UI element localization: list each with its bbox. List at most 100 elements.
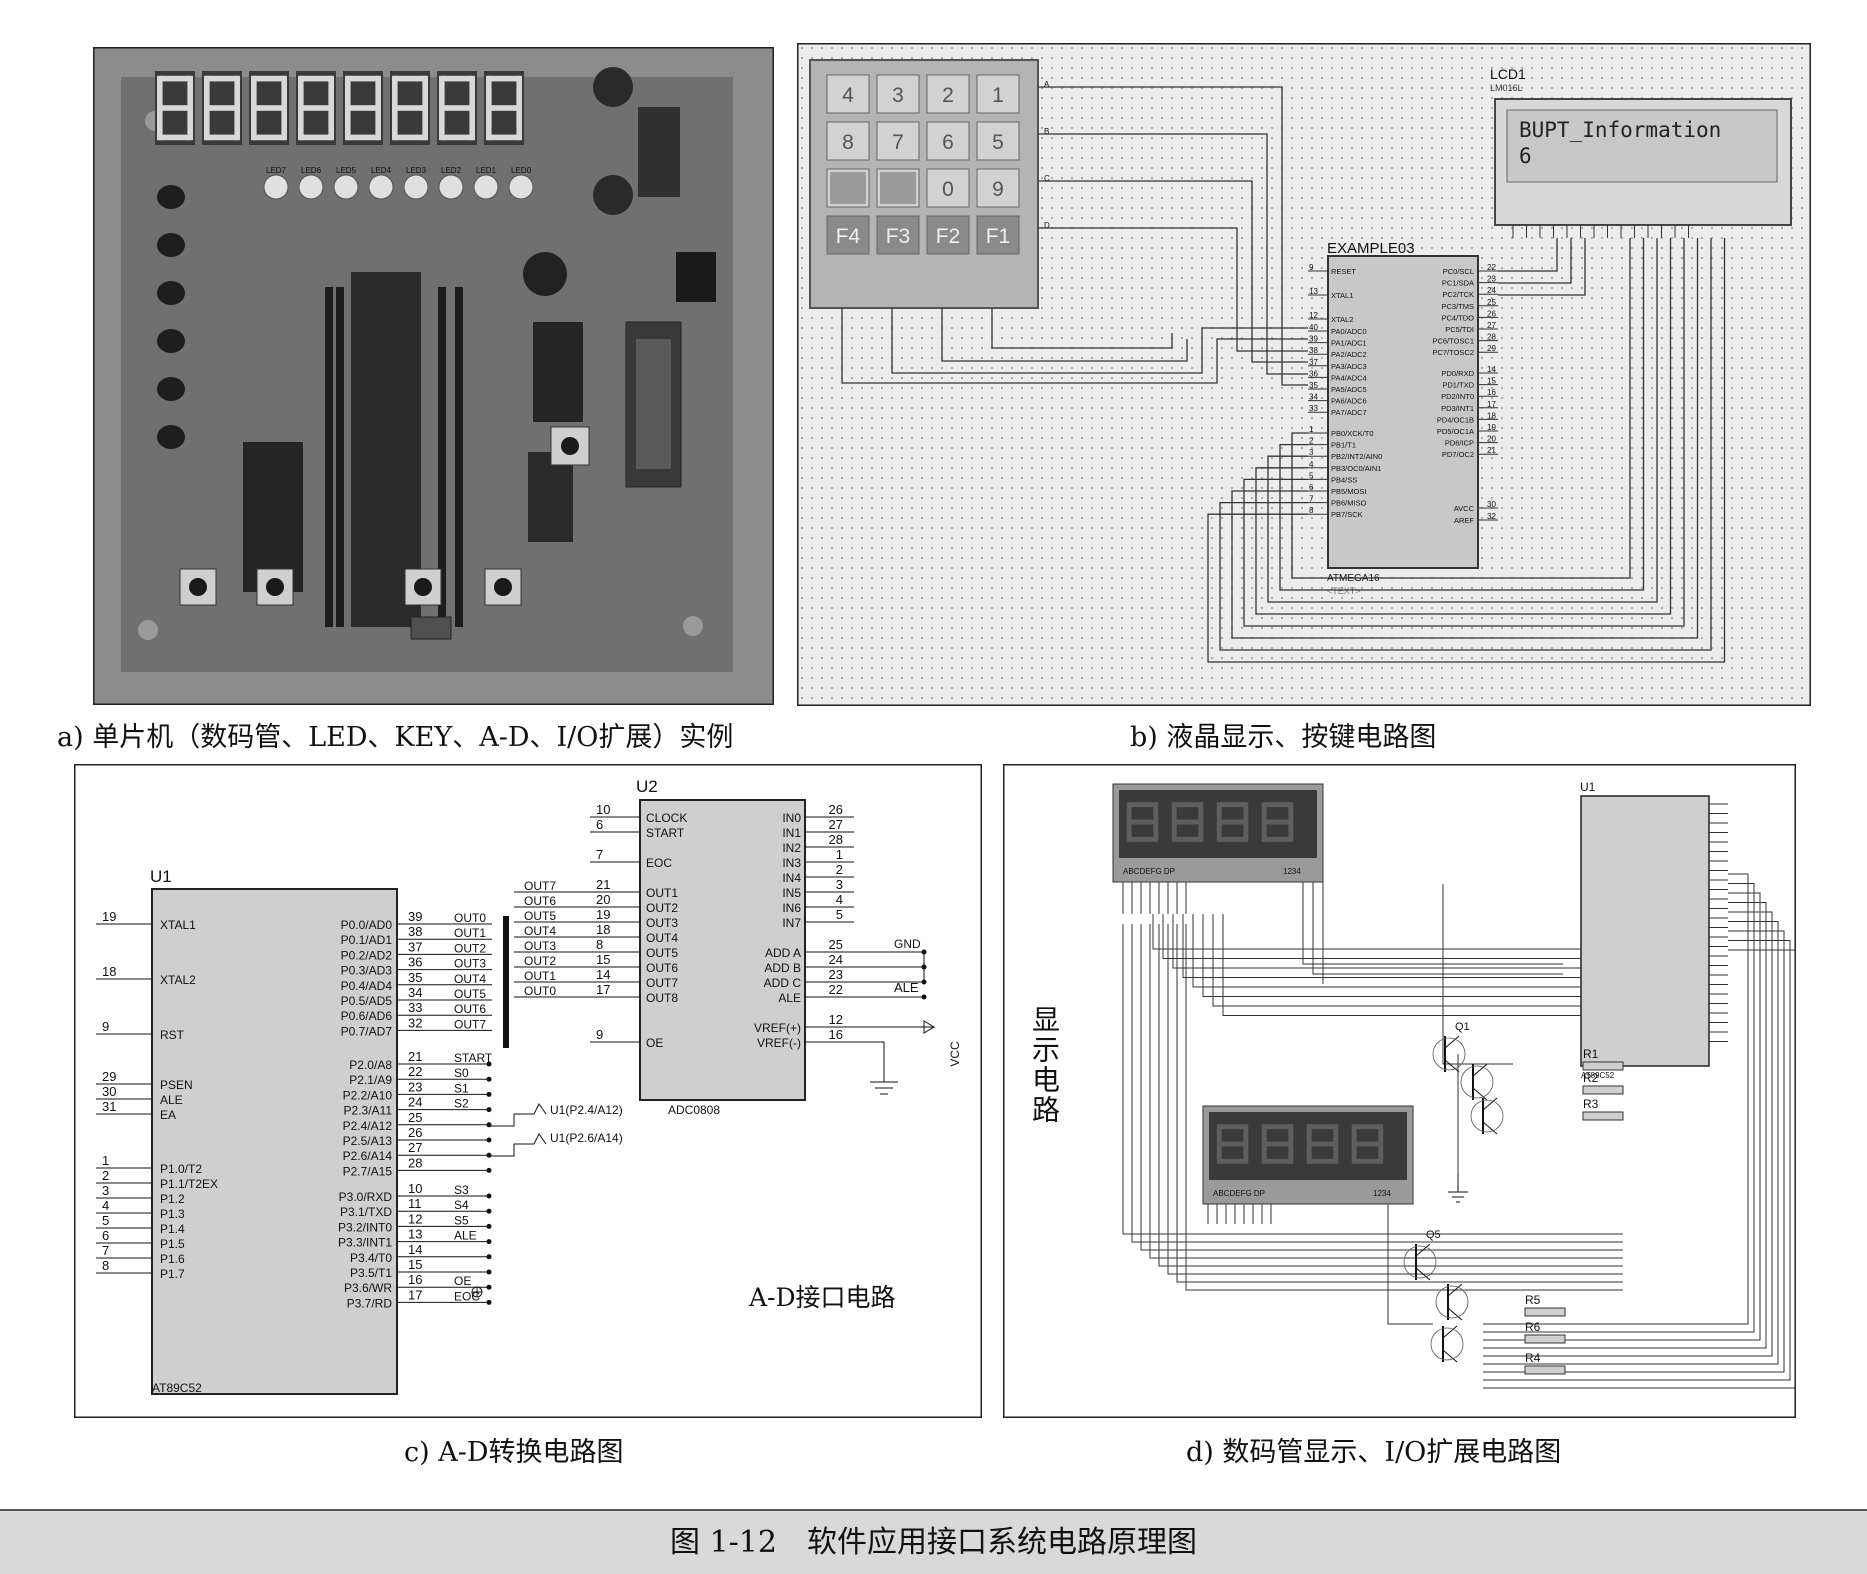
segment [1129, 836, 1156, 842]
wire [1162, 914, 1563, 959]
pin-name: P3.6/WR [344, 1281, 392, 1295]
segment [1219, 1124, 1246, 1130]
side-label-text: 显示电路 [1028, 1005, 1061, 1125]
segment [345, 108, 351, 141]
led [333, 174, 359, 200]
pin-number: 1 [1309, 425, 1314, 434]
junction [921, 949, 927, 955]
pin-number: 4 [1309, 460, 1314, 469]
led-label: LED4 [371, 166, 392, 175]
button-cap [189, 578, 207, 596]
segment [488, 105, 520, 111]
pin-number: 24 [408, 1095, 422, 1110]
pin-number: 33 [1309, 404, 1318, 413]
pin-number: 18 [596, 922, 610, 937]
net-label: OE [454, 1274, 471, 1288]
segment [375, 108, 381, 141]
pin-number: 7 [1309, 495, 1314, 504]
pin-number: 9 [102, 1019, 109, 1034]
segment [469, 108, 475, 141]
pin-name: PC0/SCL [1443, 267, 1474, 276]
pin-name: PD0/RXD [1441, 369, 1474, 378]
caption-d: d) 数码管显示、I/O扩展电路图 [1186, 1437, 1562, 1468]
pin-name: P3.0/RXD [339, 1190, 393, 1204]
junction [486, 1152, 492, 1158]
net-label: OUT4 [524, 924, 556, 938]
net-label: OUT0 [524, 984, 556, 998]
resistor [1524, 1307, 1566, 1317]
transistor-lead [1415, 1267, 1431, 1281]
pin-name: P0.2/AD2 [341, 948, 393, 962]
pin-number: 8 [102, 1258, 109, 1273]
pin-number: 24 [829, 952, 843, 967]
pin-name: P0.7/AD7 [341, 1024, 393, 1038]
segment [422, 75, 428, 108]
net-label: OUT3 [524, 939, 556, 953]
segment [159, 75, 191, 82]
led-label: LED7 [266, 166, 287, 175]
segment [375, 75, 381, 108]
segment [1354, 1141, 1381, 1147]
pin-name: OUT5 [646, 946, 678, 960]
keypad-key [976, 121, 1020, 161]
junction [486, 1122, 492, 1128]
wire [1483, 873, 1749, 1325]
probe-1-label: U1(P2.4/A12) [550, 1103, 623, 1117]
pin-number: 24 [1487, 286, 1496, 295]
keypad-key-label: 1 [992, 84, 1004, 107]
pin-number: 23 [829, 967, 843, 982]
pin-number: 37 [1309, 358, 1318, 367]
pin-name: PB6/MISO [1331, 499, 1367, 508]
led-label: LED6 [301, 166, 322, 175]
pin-name: P1.6 [160, 1252, 185, 1266]
segment [1243, 1124, 1249, 1144]
transistor-ring [1430, 1327, 1464, 1361]
pin-name: OUT7 [646, 976, 678, 990]
pin-name: P2.0/A8 [349, 1058, 392, 1072]
pin-number: 37 [408, 939, 422, 954]
pin-number: 25 [829, 937, 843, 952]
keypad-key-label: 3 [892, 84, 904, 107]
pin-number: 25 [408, 1110, 422, 1125]
wire [1483, 883, 1755, 1333]
segment [206, 75, 238, 82]
segment [328, 108, 334, 141]
u1-chip [243, 442, 303, 592]
pin-number: 17 [596, 982, 610, 997]
segment [300, 75, 332, 82]
pin-name: P0.1/AD1 [341, 933, 393, 947]
pin-name: IN6 [782, 901, 801, 915]
crosshair-circle [471, 1286, 483, 1298]
segment [392, 75, 398, 108]
pin-name: ADD B [764, 961, 801, 975]
pin-number: 28 [829, 832, 843, 847]
inset-box [636, 1188, 976, 1354]
segment [486, 75, 492, 108]
segment [298, 108, 304, 141]
pin-number: 1 [102, 1153, 109, 1168]
side-label: 显示电路 [1028, 1005, 1068, 1132]
transistor [157, 425, 185, 449]
mcu-body [1327, 255, 1479, 569]
pin-name: P2.4/A12 [343, 1119, 393, 1133]
pin-number: 28 [408, 1155, 422, 1170]
net-label: S3 [454, 1183, 469, 1197]
pin-name: EA [160, 1108, 176, 1122]
resistor-label: R2 [1583, 1071, 1599, 1085]
wire [991, 308, 1173, 349]
segment [1261, 1144, 1267, 1164]
pin-number: 20 [1487, 435, 1496, 444]
segment [1216, 802, 1222, 822]
segment [469, 75, 475, 108]
pin-number: 34 [408, 985, 422, 1000]
power-jack [676, 252, 716, 302]
u2-chip [533, 322, 583, 422]
segment [253, 134, 285, 141]
button-cap [561, 437, 579, 455]
